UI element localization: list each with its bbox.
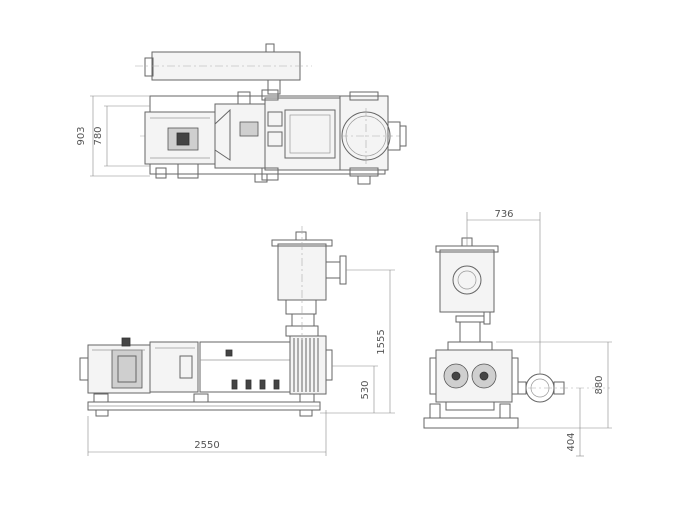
side-silencer bbox=[439, 249, 495, 313]
top-inspection-cover bbox=[284, 109, 336, 159]
front-total-height-label: 1555 bbox=[376, 329, 387, 354]
front-rotor-housing bbox=[289, 335, 327, 395]
top-silencer-flange-left bbox=[144, 57, 154, 77]
side-view: 736 880 404 bbox=[423, 209, 612, 457]
front-valves bbox=[231, 379, 280, 390]
side-silencer-port bbox=[452, 265, 482, 295]
top-silencer-cap bbox=[265, 43, 275, 53]
side-height-label: 880 bbox=[594, 375, 605, 394]
front-gearbox bbox=[149, 341, 199, 393]
top-inner-height-label: 780 bbox=[93, 126, 104, 145]
side-base-frame bbox=[423, 417, 519, 429]
side-shaft-height-label: 404 bbox=[566, 432, 577, 451]
front-view: 2550 1555 530 bbox=[79, 226, 395, 456]
front-overall-length-label: 2550 bbox=[194, 440, 219, 451]
front-shaft-height-label: 530 bbox=[360, 380, 371, 399]
top-overall-height-label: 903 bbox=[76, 126, 87, 145]
top-pump-body bbox=[264, 97, 341, 171]
top-rotor-housing bbox=[339, 95, 389, 171]
top-view: 903 780 bbox=[76, 43, 407, 185]
side-offset-width-label: 736 bbox=[494, 209, 513, 220]
